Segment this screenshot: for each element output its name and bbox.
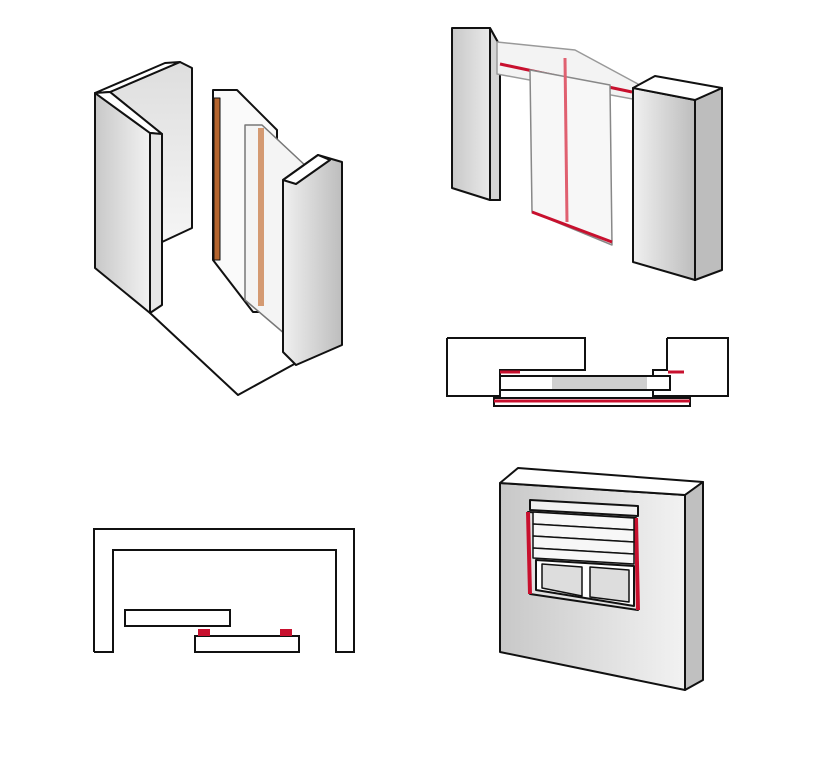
door-core-plan [552,377,647,389]
sliding-panel [529,69,613,246]
panel-lower [194,635,300,653]
panel-bottom-red [531,210,613,244]
panel-upper [124,609,231,627]
recess-plan-section [93,528,355,653]
leaf-edge [258,128,264,306]
stop-red-right [280,629,292,636]
jamb-wall [282,154,343,366]
guide-red-left [526,511,532,595]
roller-shutter-window [499,467,704,691]
jamb-wall-top [282,154,331,185]
sliding-door-isometric-figure [451,27,723,281]
right-block-top [632,75,723,101]
sliding-door-plan-section [446,337,729,407]
left-wall-plan [446,337,586,397]
right-block-front [632,87,696,281]
wall-side [684,481,704,691]
recess-outline [93,528,355,653]
right-wall-plan [652,337,729,397]
guide-red-right [634,517,640,611]
pocket-door-isometric-figure [94,61,343,396]
shutter-slats [532,511,635,565]
panel-red-edge [563,57,569,223]
floor-outline [149,312,299,396]
frame-jamb [213,97,221,261]
front-wall-side [149,132,163,314]
right-block-side [694,87,723,281]
stop-red-left [198,629,210,636]
window-pane-right [589,566,630,603]
window-pane-left [541,563,583,597]
shutter-box [529,499,639,517]
